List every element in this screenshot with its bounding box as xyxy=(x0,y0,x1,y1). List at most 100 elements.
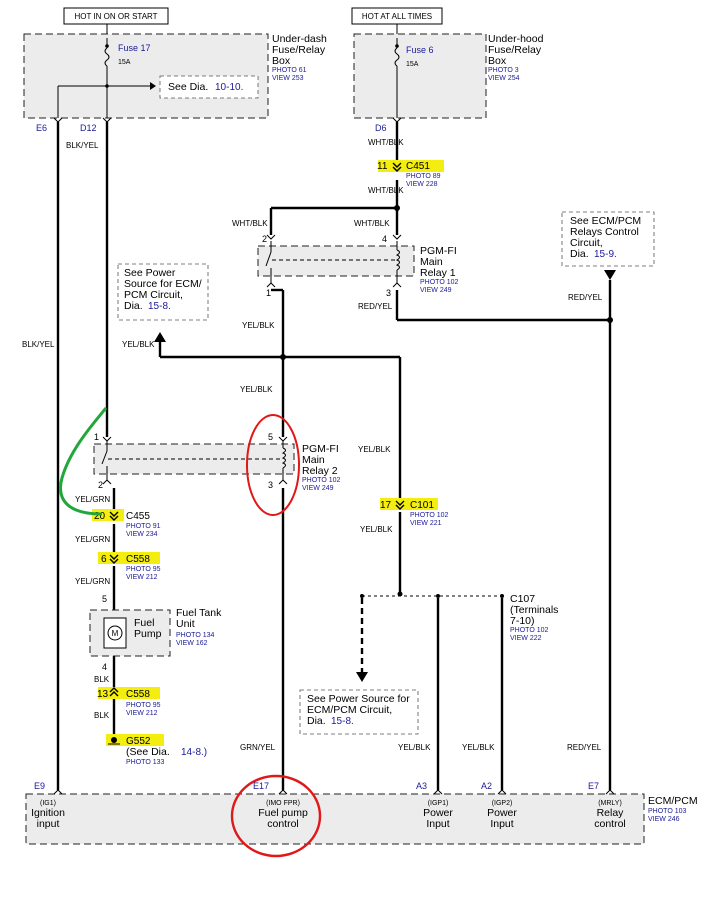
red-circle-fuel-pump-control xyxy=(230,774,322,858)
wire-blk-1: BLK xyxy=(94,675,110,684)
motor-symbol: M xyxy=(112,629,119,638)
relay2-pin-3: 3 xyxy=(268,480,273,490)
wire-yel-blk-4: YEL/BLK xyxy=(358,445,391,454)
fuel-tank-unit: 5 M Fuel Pump Fuel Tank Unit PHOTO 134 V… xyxy=(89,594,222,672)
wire-blk-yel-left: BLK/YEL xyxy=(22,340,55,349)
fuel-tank-photo: PHOTO 134 xyxy=(176,632,214,639)
ecm-mrly-l1: Relay xyxy=(597,807,625,819)
connector-c558-top: 6 C558 PHOTO 95 VIEW 212 xyxy=(98,552,161,581)
wire-wht-blk-2: WHT/BLK xyxy=(368,186,404,195)
c558-bottom-name: C558 xyxy=(126,689,150,700)
green-annotation-mark xyxy=(59,407,108,516)
connector-c101: 17 C101 PHOTO 102 VIEW 221 xyxy=(380,498,448,527)
note-ecm-relays: See ECM/PCM Relays Control Circuit, Dia.… xyxy=(561,211,655,267)
underhood-title-1: Under-hood xyxy=(488,33,544,45)
wire-yel-blk-a2: YEL/BLK xyxy=(462,743,495,752)
relay2-pin-2: 2 xyxy=(98,480,103,490)
ecm-igp1-l1: Power xyxy=(423,807,453,819)
c558-top-pin: 6 xyxy=(101,554,107,565)
wire-yel-blk-3: YEL/BLK xyxy=(240,385,273,394)
note-power-source-1: See Power Source for ECM/ PCM Circuit, D… xyxy=(117,263,209,321)
ecm-photo: PHOTO 103 xyxy=(648,808,686,815)
underhood-fuse-box: Fuse 6 15A Under-hood Fuse/Relay Box PHO… xyxy=(353,24,544,119)
c101-photo: PHOTO 102 xyxy=(410,512,448,519)
underdash-see-prefix: See Dia. xyxy=(168,81,208,93)
g552-see-prefix: (See Dia. xyxy=(126,746,170,758)
note-ecm-relays-prefix: Dia. xyxy=(570,248,589,260)
g552-see-ref: 14-8.) xyxy=(181,747,207,758)
wire-yel-blk-2: YEL/BLK xyxy=(122,340,155,349)
note-power2-ref: 15-8. xyxy=(331,716,354,727)
underhood-photo: PHOTO 3 xyxy=(488,67,519,74)
ecm-mrly-l2: control xyxy=(594,818,626,830)
ecm-igp2-l2: Input xyxy=(490,818,513,830)
relay1-pin-1: 1 xyxy=(266,288,271,298)
wire-red-yel-1: RED/YEL xyxy=(358,302,393,311)
c451-view: VIEW 228 xyxy=(406,181,438,188)
relay1-name-2: Main xyxy=(420,256,443,268)
relay1-name-3: Relay 1 xyxy=(420,267,456,279)
c558-top-view: VIEW 212 xyxy=(126,574,158,581)
wire-yel-blk-a3: YEL/BLK xyxy=(398,743,431,752)
underdash-title-2: Fuse/Relay xyxy=(272,44,326,56)
c451-name: C451 xyxy=(406,161,430,172)
relay2-view: VIEW 249 xyxy=(302,485,334,492)
ecm-ig1-l1: Ignition xyxy=(31,807,65,819)
wire-grn-yel: GRN/YEL xyxy=(240,743,276,752)
ecm-mrly-code: (MRLY) xyxy=(598,800,622,807)
red-circle-relay2 xyxy=(246,414,300,516)
wire-yel-blk-1: YEL/BLK xyxy=(242,321,275,330)
c455-photo: PHOTO 91 xyxy=(126,523,161,530)
terminal-e6: E6 xyxy=(36,123,47,133)
c107-photo: PHOTO 102 xyxy=(510,627,548,634)
ecm-imo-l1: Fuel pump xyxy=(258,807,308,819)
note-ecm-relays-l1: See ECM/PCM xyxy=(570,215,641,227)
underhood-view: VIEW 254 xyxy=(488,75,520,82)
c451-pin: 11 xyxy=(377,161,388,172)
terminal-e7: E7 xyxy=(588,781,599,791)
wire-yel-blk-5: YEL/BLK xyxy=(360,525,393,534)
fuse-17-label: Fuse 17 xyxy=(118,43,151,53)
note-power2-prefix: Dia. xyxy=(307,715,326,727)
ecm-title: ECM/PCM xyxy=(648,795,698,807)
relay1-name-1: PGM-FI xyxy=(420,245,457,257)
ecm-view: VIEW 246 xyxy=(648,816,680,823)
note-power2-l1: See Power Source for xyxy=(307,693,410,705)
wire-yel-grn-3: YEL/GRN xyxy=(75,577,110,586)
relay2-pin-1: 1 xyxy=(94,432,99,442)
underdash-title-3: Box xyxy=(272,55,291,67)
fuse-6-amps: 15A xyxy=(406,61,419,68)
header-hot-at-all-times-text: HOT AT ALL TIMES xyxy=(362,12,432,21)
note-power2-l2: ECM/PCM Circuit, xyxy=(307,704,392,716)
wire-wht-blk-4: WHT/BLK xyxy=(354,219,390,228)
fuel-tank-pin-5: 5 xyxy=(102,594,107,604)
note-ecm-relays-ref: 15-9. xyxy=(594,249,617,260)
fuel-tank-view: VIEW 162 xyxy=(176,640,208,647)
terminal-e17: E17 xyxy=(253,781,269,791)
note-power1-l3: PCM Circuit, xyxy=(124,289,183,301)
wire-red-yel-2: RED/YEL xyxy=(568,293,603,302)
fuse-17-amps: 15A xyxy=(118,59,131,66)
c101-name: C101 xyxy=(410,500,434,511)
fuse-6-label: Fuse 6 xyxy=(406,45,434,55)
c107-name: C107 xyxy=(510,593,535,605)
ecm-igp1-l2: Input xyxy=(426,818,449,830)
c101-view: VIEW 221 xyxy=(410,520,442,527)
note-power1-prefix: Dia. xyxy=(124,300,143,312)
note-ecm-relays-l3: Circuit, xyxy=(570,237,603,249)
note-ecm-relays-l2: Relays Control xyxy=(570,226,639,238)
terminal-a3: A3 xyxy=(416,781,427,791)
relay1-pin-4: 4 xyxy=(382,234,387,244)
wire-yel-grn-1: YEL/GRN xyxy=(75,495,110,504)
ground-g552: G552 (See Dia. 14-8.) PHOTO 133 xyxy=(106,734,207,766)
main-relay-2: 1 5 2 3 PGM-FI Main Relay 2 PHOTO 102 VI… xyxy=(93,432,340,492)
ground-icon xyxy=(111,737,117,743)
relay2-pin-5: 5 xyxy=(268,432,273,442)
terminal-d6: D6 xyxy=(375,123,387,133)
c558-bottom-photo: PHOTO 95 xyxy=(126,702,161,709)
wire-red-yel-3: RED/YEL xyxy=(567,743,602,752)
note-power-source-2: See Power Source for ECM/PCM Circuit, Di… xyxy=(299,689,419,735)
ecm-pcm-box: E9 E17 A3 A2 E7 (IG1) Ignition input (IM… xyxy=(25,781,698,845)
c107-view: VIEW 222 xyxy=(510,635,542,642)
c107-terminals-1: (Terminals xyxy=(510,604,558,616)
